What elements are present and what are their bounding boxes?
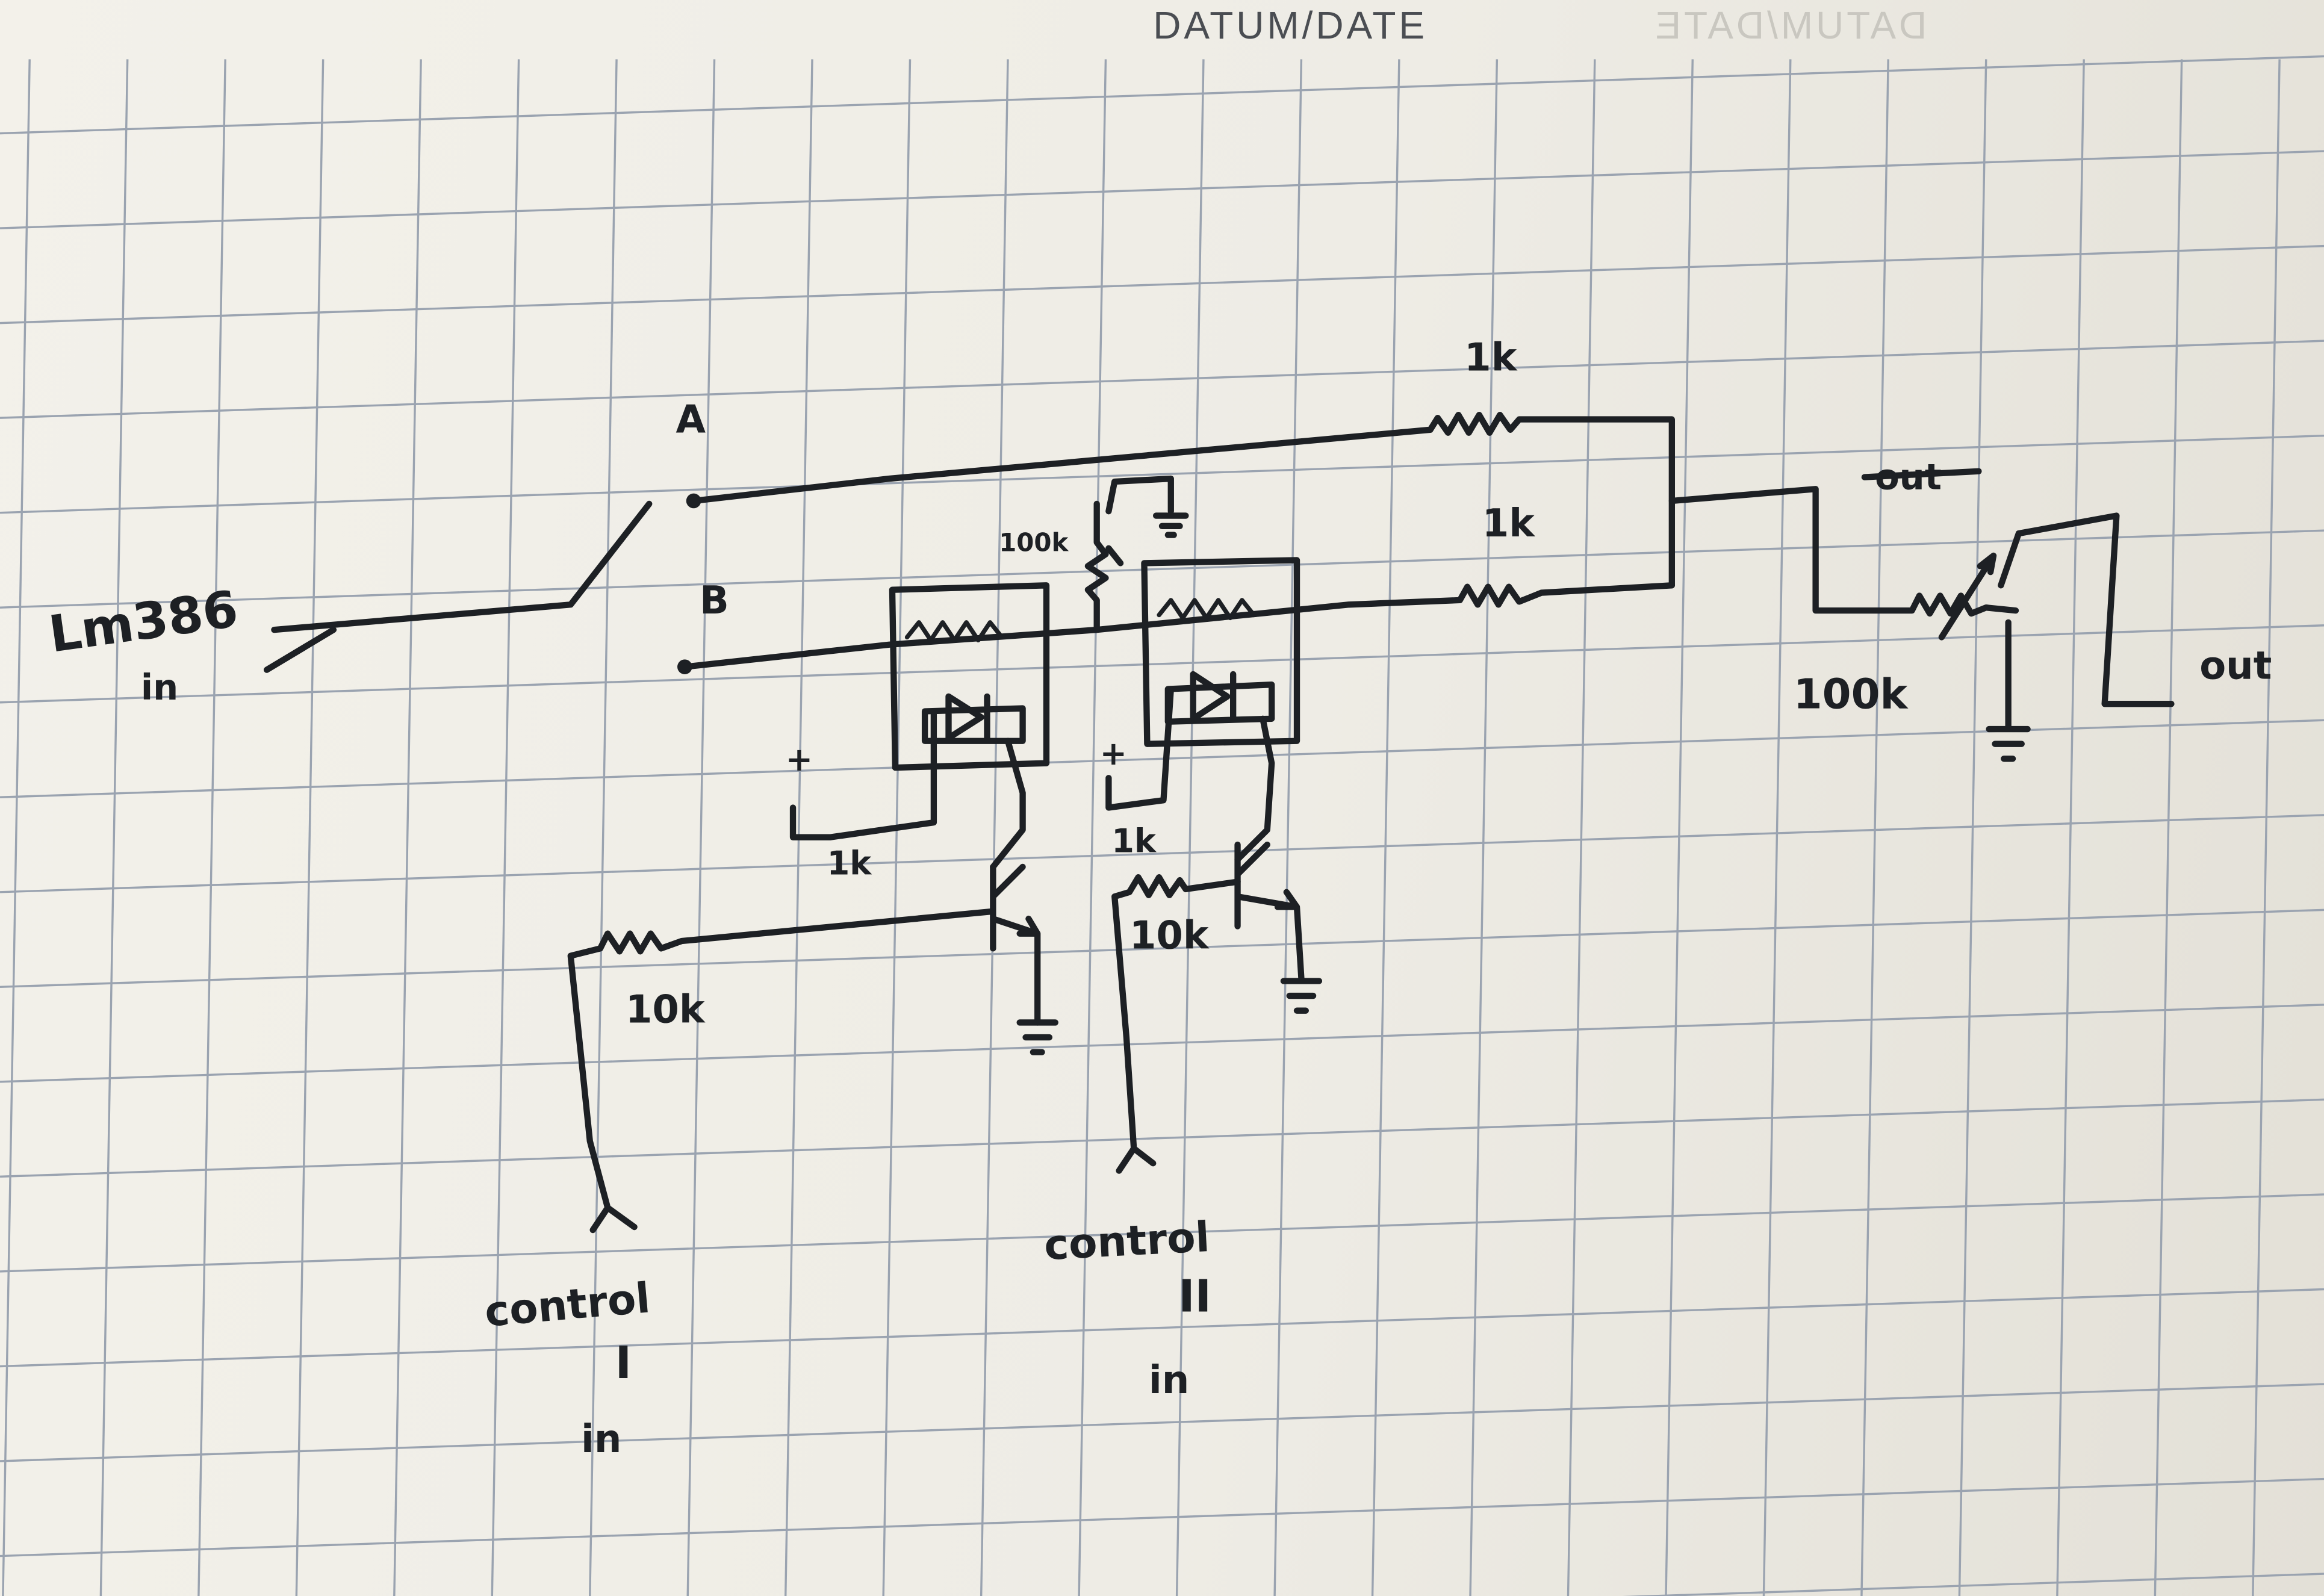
grid-line [1567,59,1596,1596]
grid-line [491,59,520,1596]
grid-line [0,1004,2324,1083]
grid-line [2154,59,2183,1596]
grid-line [0,908,2324,989]
terminal-a-label: A [676,398,706,442]
grid-line [2056,59,2085,1596]
grid-line [686,59,716,1596]
grid-line [295,59,325,1596]
transistor-2 [1234,841,1323,1014]
control-1-label: control [483,1274,652,1337]
grid-line [1371,59,1400,1596]
date-header: DATUM/DATE [1153,4,1428,47]
transistor-1 [990,863,1058,1055]
strike-through [1861,468,1982,480]
opto2-resistor-label: 1k [1111,822,1157,860]
resistor-a-label: 1k [1464,335,1518,380]
grid-line [1469,59,1499,1596]
grid-line [0,1193,2324,1273]
grid-line [393,59,422,1596]
control-1-numeral: I [615,1337,632,1389]
input-switch [263,493,701,674]
grid-line [0,624,2324,704]
grid-line [0,1383,2324,1462]
optocoupler-2 [1105,557,1300,863]
input-label: Lm386 [45,579,241,664]
center-pot [1084,475,1189,633]
grid-line [0,150,2324,229]
opto1-resistor-label: 1k [827,844,873,882]
grid-line [0,244,2324,324]
grid-line [0,529,2324,609]
grid-line [2,59,31,1596]
grid-line [0,340,2324,419]
grid-line [0,1098,2324,1178]
grid-line [0,1477,2324,1557]
bleed-through-header: DATUM/DATE [1652,4,1927,47]
grid-line [0,719,2324,798]
grid-line [0,55,2324,135]
plus-1: + [786,741,813,778]
output-pot-label: 100k [1794,671,1909,719]
center-pot-label: 100k [999,528,1069,557]
optocoupler-1 [789,582,1050,871]
control-1-wire [567,908,996,1234]
grid-line [1175,59,1205,1596]
output-label: out [2199,644,2272,688]
base1-resistor-label: 10k [626,987,706,1032]
grid-line [589,59,618,1596]
graph-paper-grid [0,55,2324,1596]
grid-line [0,1288,2324,1368]
grid-line [1622,1573,2324,1596]
wire-b [682,582,1676,670]
grid-line [99,59,129,1596]
grid-line [1078,59,1107,1596]
grid-line [1665,59,1694,1596]
grid-line [0,814,2324,893]
grid-line [0,434,2324,514]
control-2-wire [1111,874,1241,1174]
control-2-label: control [1043,1213,1211,1270]
output-stage [1668,486,2175,762]
base2-resistor-label: 10k [1129,913,1210,958]
grid-line [784,59,813,1596]
grid-line [980,59,1009,1596]
grid-line [197,59,226,1596]
control-1-in: in [581,1417,622,1462]
terminal-b-label: B [700,579,729,623]
grid-line [1273,59,1303,1596]
grid-line [2252,59,2281,1596]
control-2-numeral: II [1178,1270,1211,1322]
plus-2: + [1100,734,1127,772]
control-2-in: in [1149,1358,1190,1403]
wire-a [690,412,1676,589]
grid-line [1860,59,1889,1596]
input-label-in: in [141,666,178,708]
grid-line [1762,59,1792,1596]
resistor-b-label: 1k [1482,501,1536,546]
